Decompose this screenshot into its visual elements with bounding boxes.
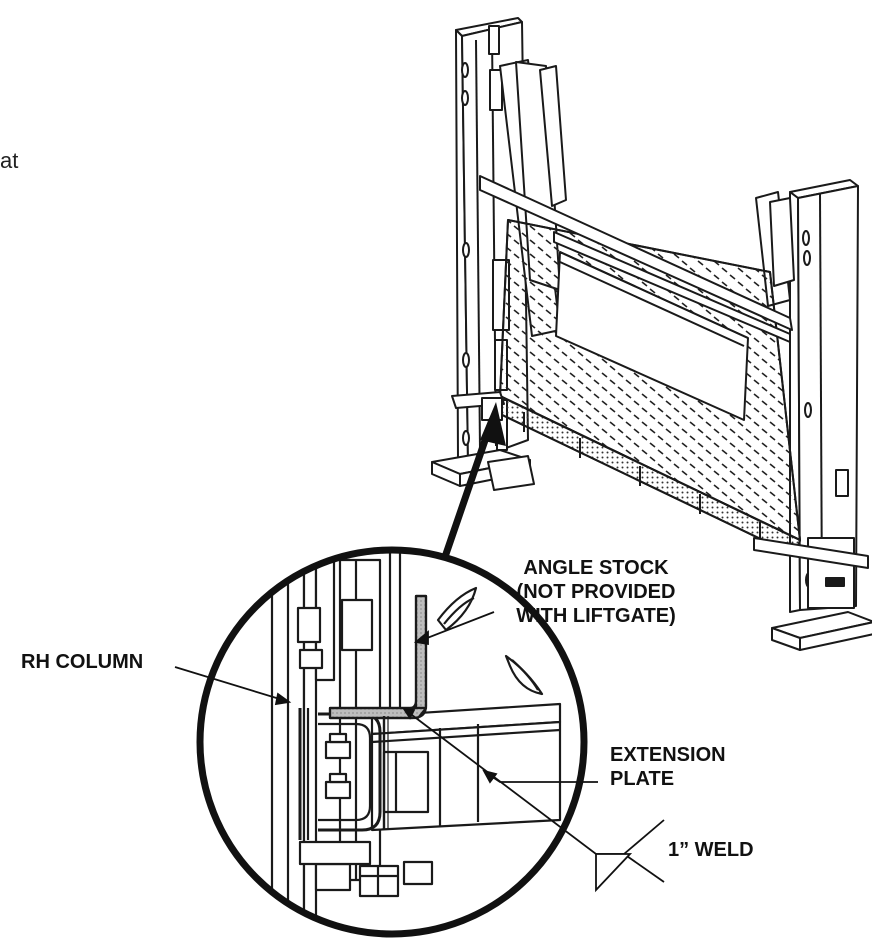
rh-column-label: RH COLUMN: [21, 651, 144, 673]
angle-stock-label-line-2: (NOT PROVIDED: [516, 581, 676, 603]
angle-stock-label-line-3: WITH LIFTGATE): [516, 605, 676, 627]
rh-column-leader: [174, 666, 284, 701]
detail-magnifier: [196, 546, 588, 938]
extension-plate-detail: [370, 702, 562, 832]
angle-stock-leader: [421, 611, 495, 641]
weld-label: 1” WELD: [668, 839, 754, 861]
angle-stock-detail: [328, 594, 428, 720]
platform-deck: [495, 219, 801, 557]
weld-symbol-arrow: [623, 819, 665, 855]
leader-lines: [174, 611, 665, 893]
magnifier-ring: [196, 546, 588, 938]
extension-plate-label: EXTENSION PLATE: [610, 743, 726, 791]
liftgate-assembly: [431, 17, 872, 651]
edge-text-fragment: at: [0, 148, 19, 173]
bottom-stiffener: [753, 537, 869, 569]
detail-location-bracket: [451, 391, 505, 421]
top-rail: [479, 175, 793, 343]
right-foot-plate: [771, 611, 872, 651]
flip-panel: [555, 251, 749, 421]
angle-stock-label-line-1: ANGLE STOCK: [523, 557, 669, 579]
bolt-hardware: [298, 732, 434, 898]
rh-column-detail: [270, 550, 318, 934]
extension-plate-label-line-1: EXTENSION: [610, 744, 726, 766]
extension-plate-label-line-2: PLATE: [610, 768, 675, 790]
fillet-weld-symbol: [595, 853, 633, 893]
angle-stock-label: ANGLE STOCK (NOT PROVIDED WITH LIFTGATE): [486, 556, 706, 628]
